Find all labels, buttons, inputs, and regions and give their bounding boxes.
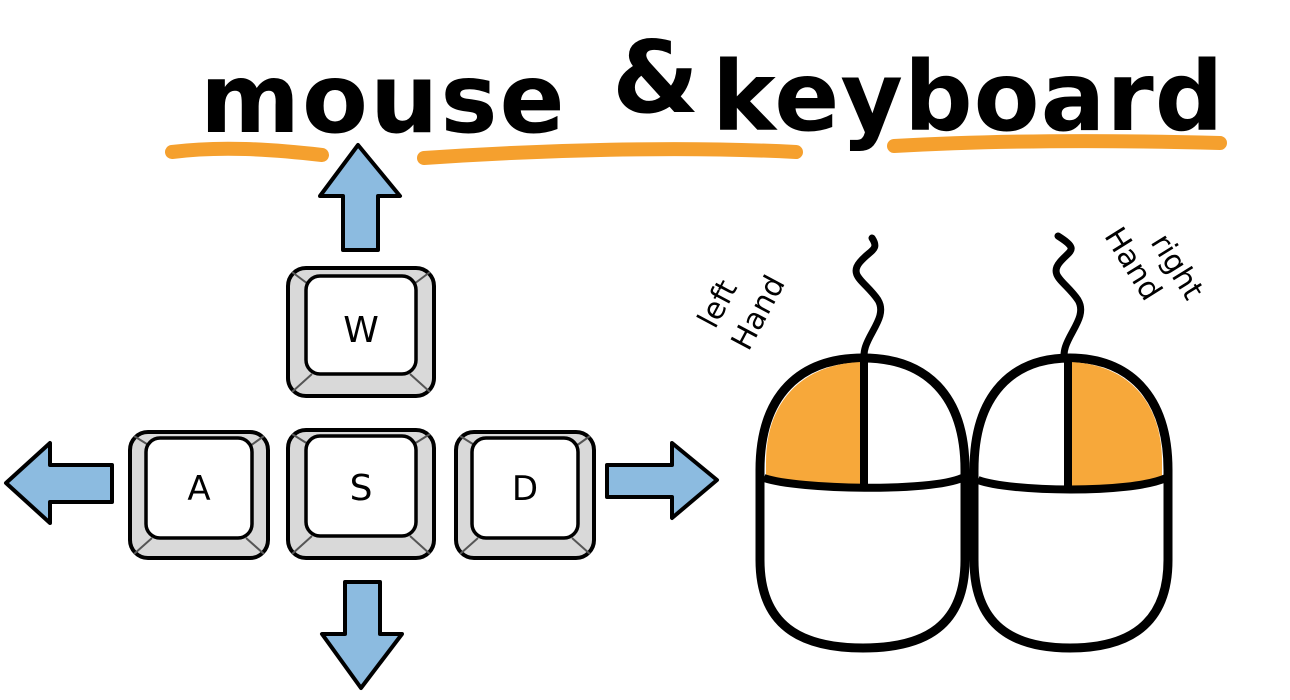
arrow-down-icon [320,580,404,690]
key-w-label: W [343,310,379,351]
key-d: D [454,430,596,560]
mouse-cable-right [1052,232,1085,366]
title-underline-2 [417,142,803,165]
arrow-up-icon [318,143,402,252]
right-hand-label: right Hand [1097,221,1211,307]
title-word-keyboard: keyboard [712,41,1224,153]
title-ampersand: & [612,19,699,136]
title-word-mouse: mouse [200,43,567,155]
arrow-right-icon [605,441,719,520]
title: mouse & keyboard [165,19,1227,165]
title-underline-3 [887,134,1227,153]
key-a: A [128,430,270,560]
key-s: S [286,428,436,560]
arrow-left-icon [4,441,114,525]
left-hand-label: left Hand [691,270,793,356]
key-d-label: D [512,469,538,509]
mouse-right-button-highlight [1070,362,1162,489]
key-w: W [286,266,436,398]
mouse-left-button-highlight [766,362,861,488]
mouse-icon-left-click [755,234,970,653]
key-s-label: S [350,468,373,509]
left-hand-label-line2: Hand [725,270,793,356]
mouse-icon-right-click [969,232,1173,653]
mouse-cable-left [852,234,885,366]
key-a-label: A [187,469,210,509]
title-underline-1 [165,141,329,162]
